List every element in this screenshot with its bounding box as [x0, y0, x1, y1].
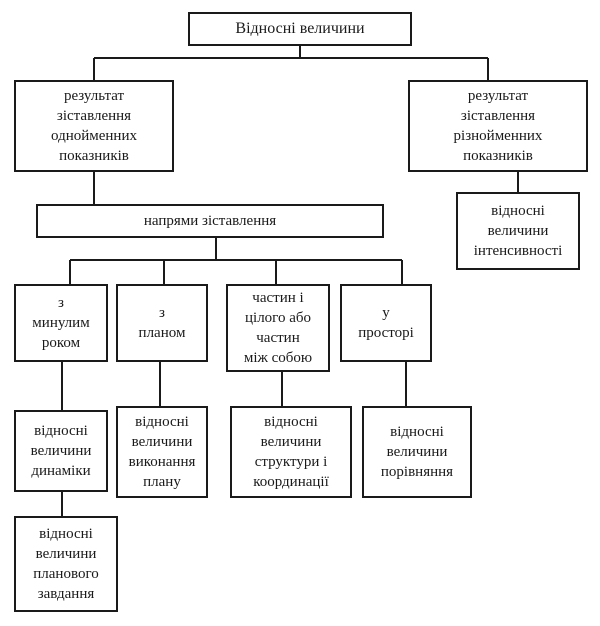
left-branch-box: результат зіставлення однойменних показн…: [14, 80, 174, 172]
result-dynamics-box: відносні величини динаміки: [14, 410, 108, 492]
root-box: Відносні величини: [188, 12, 412, 46]
result-comparison-box: відносні величини порівняння: [362, 406, 472, 498]
result-structure-coordination-box: відносні величини структури і координаці…: [230, 406, 352, 498]
category-space-box: у просторі: [340, 284, 432, 362]
category-past-year-box: з минулим роком: [14, 284, 108, 362]
right-leaf-box: відносні величини інтенсивності: [456, 192, 580, 270]
directions-box: напрями зіставлення: [36, 204, 384, 238]
category-parts-whole-box: частин і цілого або частин між собою: [226, 284, 330, 372]
right-branch-box: результат зіставлення різнойменних показ…: [408, 80, 588, 172]
category-plan-box: з планом: [116, 284, 208, 362]
result-planned-target-box: відносні величини планового завдання: [14, 516, 118, 612]
result-plan-fulfillment-box: відносні величини виконання плану: [116, 406, 208, 498]
